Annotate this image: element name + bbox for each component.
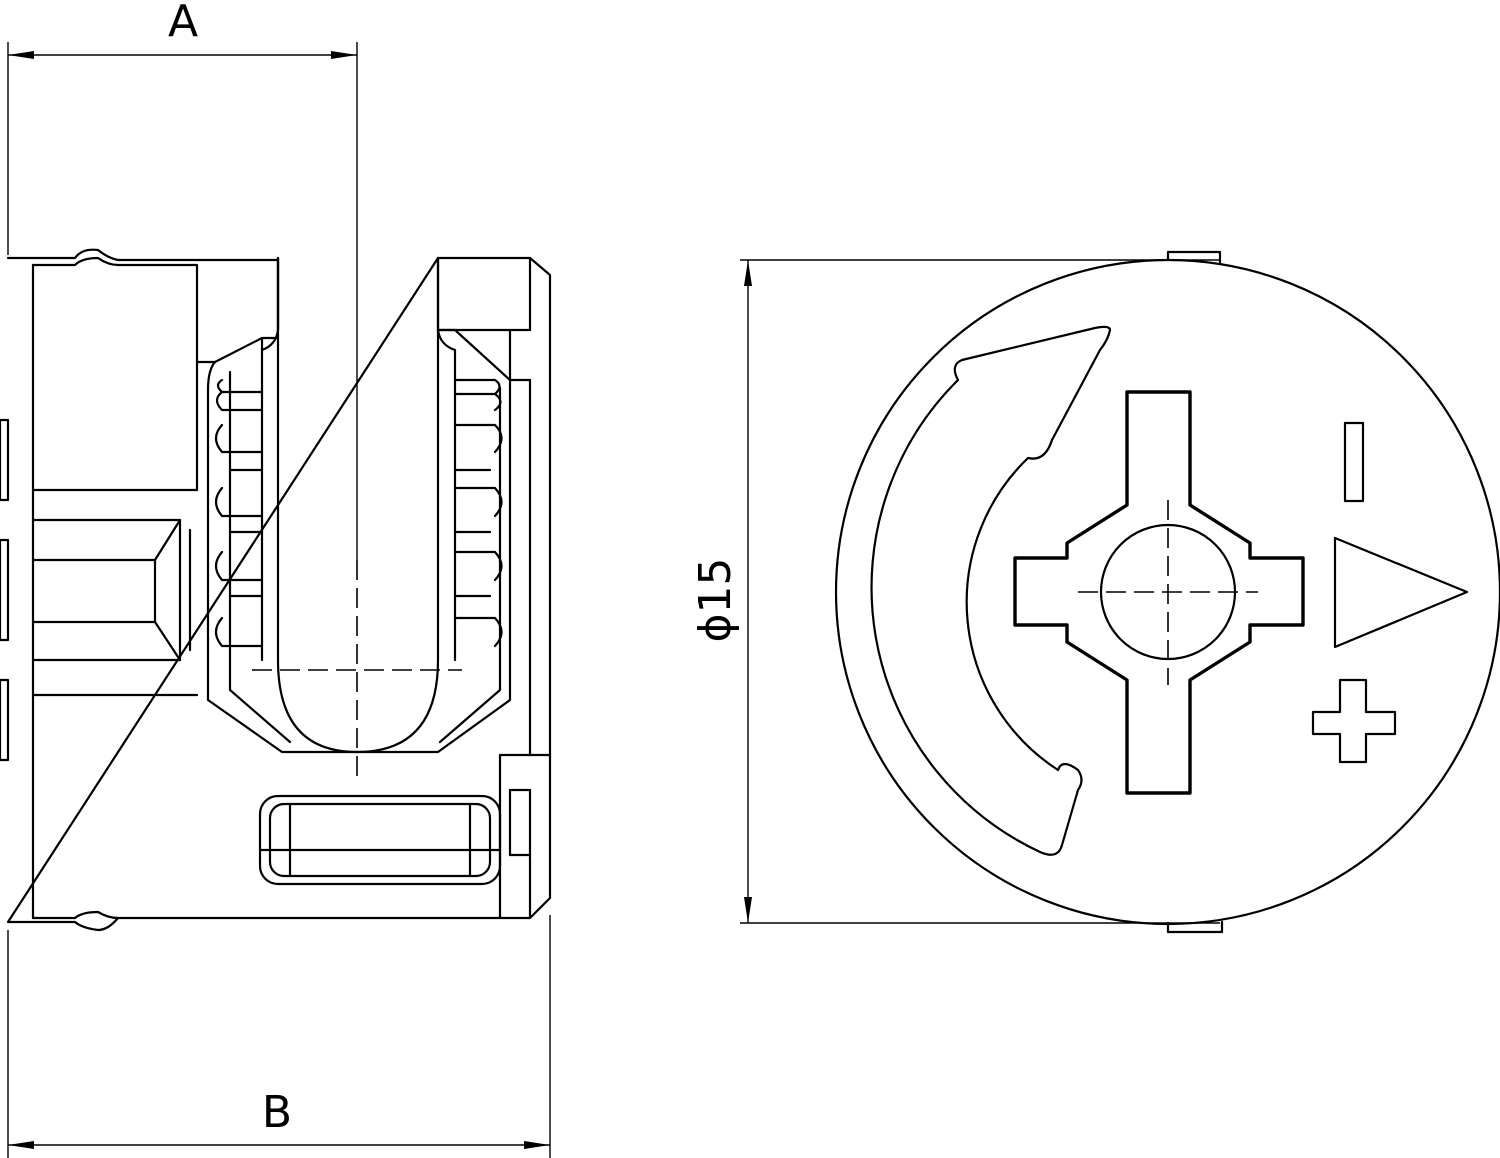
minus-symbol: [1343, 421, 1365, 503]
direction-triangle-icon: [1333, 536, 1469, 649]
slot: [276, 256, 440, 754]
teeth-left: [214, 378, 264, 648]
right-wall: [436, 256, 552, 920]
side-view: [0, 248, 552, 932]
dimension-diameter: ϕ15: [690, 259, 1220, 924]
front-view: [834, 250, 1500, 934]
diameter-label: ϕ15: [690, 557, 741, 642]
hex-socket: [31, 360, 199, 697]
dimension-b-label: B: [262, 1087, 292, 1138]
cross-recess: [1013, 390, 1305, 795]
teeth-right: [453, 378, 503, 648]
plus-symbol: [1311, 678, 1397, 764]
dimension-a: A: [7, 0, 358, 560]
dimension-a-label: A: [168, 0, 198, 47]
bottom-slot: [258, 794, 502, 886]
rotation-arrow: [870, 325, 1112, 856]
side-view-outline: [6, 248, 552, 932]
dimension-b: B: [7, 915, 551, 1158]
